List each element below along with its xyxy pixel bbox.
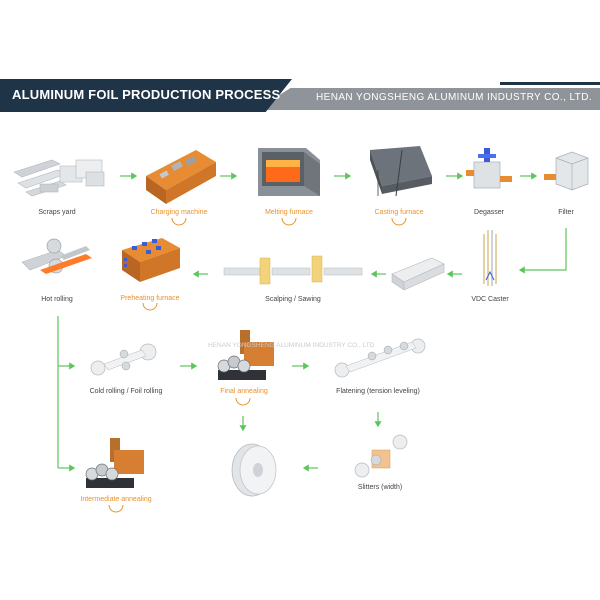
charging-machine-illustration bbox=[146, 150, 216, 204]
intermediate-annealing-illustration bbox=[85, 438, 144, 488]
slitters-illustration bbox=[354, 434, 408, 478]
vdc-caster-illustration bbox=[483, 230, 497, 286]
hot-rolling-illustration bbox=[21, 238, 92, 274]
page-title: ALUMINUM FOIL PRODUCTION PROCESS bbox=[12, 87, 281, 102]
preheating-furnace-illustration bbox=[122, 238, 180, 282]
label-degasser: Degasser bbox=[474, 209, 504, 216]
label-slitters: Slitters (width) bbox=[357, 484, 403, 491]
label-final-annealing: Final annealing bbox=[220, 388, 268, 395]
flattening-illustration bbox=[334, 338, 426, 378]
label-charging-machine: Charging machine bbox=[150, 209, 208, 216]
final-annealing-illustration bbox=[217, 330, 274, 380]
melting-furnace-illustration bbox=[258, 148, 320, 196]
rotation-indicators bbox=[108, 217, 407, 513]
rotation-indicator bbox=[108, 504, 124, 513]
label-casting-furnace: Casting furnace bbox=[374, 209, 424, 216]
rotation-indicator bbox=[171, 217, 187, 226]
label-intermediate-annealing: Intermediate annealing bbox=[80, 496, 152, 503]
rotation-indicator bbox=[235, 397, 251, 406]
rotation-indicator bbox=[142, 302, 158, 311]
rotation-indicator bbox=[281, 217, 297, 226]
banner-accent-line bbox=[500, 82, 600, 85]
casting-furnace-illustration bbox=[370, 146, 432, 197]
label-cold-rolling: Cold rolling / Foil rolling bbox=[89, 388, 163, 395]
watermark-text: HENAN YONGSHENG ALUMINUM INDUSTRY CO., L… bbox=[208, 342, 375, 349]
rotation-indicator bbox=[391, 217, 407, 226]
label-scraps-yard: Scraps yard bbox=[38, 209, 76, 216]
degasser-illustration bbox=[466, 148, 512, 189]
scraps-yard-illustration bbox=[13, 159, 105, 197]
scalping-sawing-illustration bbox=[223, 255, 363, 285]
flow-arrows bbox=[57, 172, 567, 472]
label-melting-furnace: Melting furnace bbox=[265, 209, 313, 216]
label-flattening: Flatening (tension leveling) bbox=[336, 388, 420, 395]
cold-rolling-illustration bbox=[90, 343, 157, 376]
filter-illustration bbox=[544, 151, 589, 191]
flow-arrow bbox=[518, 228, 567, 274]
label-filter: Filter bbox=[558, 209, 574, 216]
label-hot-rolling: Hot rolling bbox=[41, 296, 73, 303]
banner-dark-band bbox=[0, 79, 292, 112]
company-name: HENAN YONGSHENG ALUMINUM INDUSTRY CO., L… bbox=[316, 92, 592, 103]
ingot-illustration bbox=[391, 257, 445, 291]
label-vdc-caster: VDC Caster bbox=[471, 296, 509, 303]
foil-coil-illustration bbox=[231, 443, 277, 497]
header-banner: ALUMINUM FOIL PRODUCTION PROCESS HENAN Y… bbox=[0, 79, 600, 112]
label-preheating-furnace: Preheating furnace bbox=[120, 295, 180, 302]
label-scalping-sawing: Scalping / Sawing bbox=[265, 296, 321, 303]
banner-gray-band bbox=[256, 88, 600, 110]
